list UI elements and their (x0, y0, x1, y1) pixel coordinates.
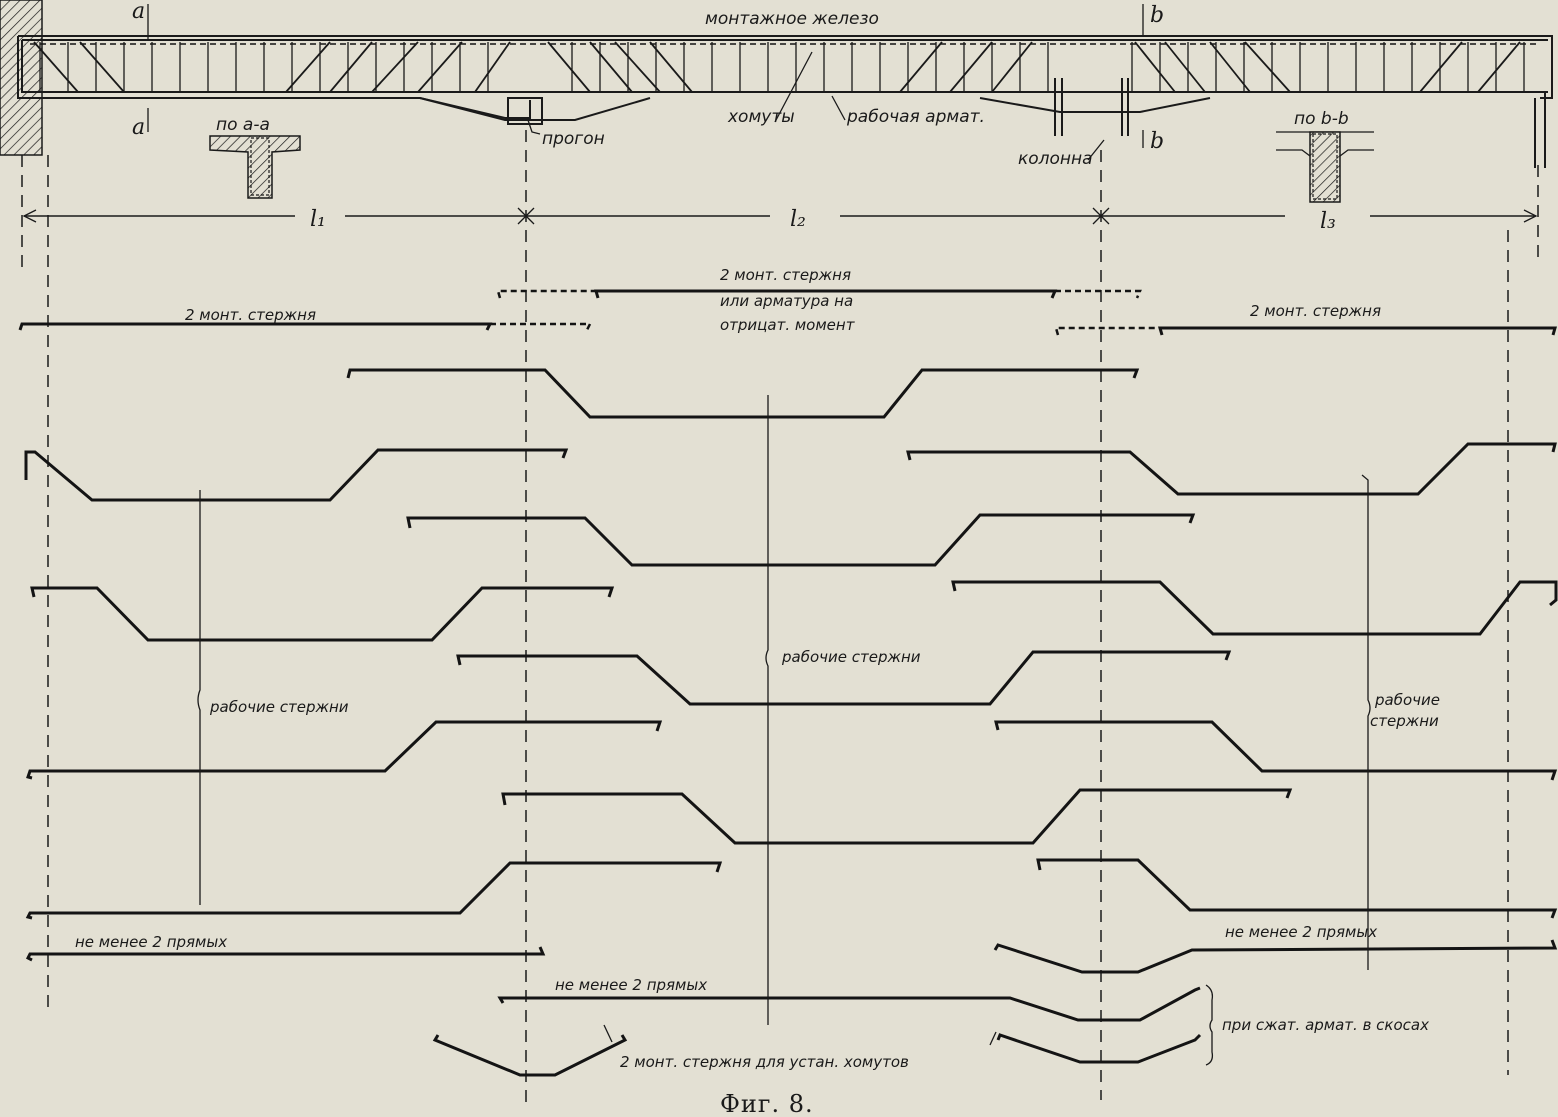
montage-bar-right-extension (1054, 326, 1160, 336)
montage-bar-center (594, 289, 1058, 299)
or-negative-moment-line1: или арматура на (720, 292, 853, 310)
bent-bar-in-beam (371, 41, 419, 93)
bent-bar-in-beam (1164, 41, 1206, 93)
working-bar-1 (346, 368, 1140, 419)
section-a-a (209, 135, 301, 199)
working-bar-14 (993, 939, 1558, 974)
working-bar-5 (30, 586, 615, 642)
working-bar-10 (501, 788, 1293, 845)
min-straight-center-label: не менее 2 прямых (555, 976, 707, 994)
section-a-title: по a-a (216, 115, 270, 135)
bent-bar-in-beam (1477, 41, 1521, 93)
bent-bar-in-beam (1419, 41, 1463, 93)
section-b-mark-top: b (1150, 3, 1164, 28)
section-a-mark-top: a (132, 0, 145, 24)
working-bar-8 (26, 720, 663, 780)
leader-stirrup-mount-right (989, 1031, 997, 1046)
figure-caption: Фиг. 8. (720, 1090, 814, 1117)
montage-iron-label: монтажное железо (705, 9, 879, 29)
working-bar-16 (432, 1034, 628, 1077)
brace-compression (1205, 984, 1214, 1066)
or-negative-moment-line2: отрицат. момент (720, 316, 856, 334)
working-bar-3 (906, 442, 1557, 496)
bent-bar-in-beam (589, 41, 633, 93)
min-straight-right-label: не менее 2 прямых (1225, 923, 1377, 941)
bent-bar-in-beam (79, 41, 125, 93)
montage-bar-left (18, 322, 493, 331)
bent-bar-in-beam (1244, 41, 1291, 93)
bent-bar-in-beam (547, 41, 591, 93)
min-straight-left-label: не менее 2 прямых (75, 933, 227, 951)
section-b-b (1276, 131, 1374, 203)
main-rebar-label: рабочая армат. (846, 107, 985, 127)
montage-bars-right-label: 2 монт. стержня (1250, 302, 1381, 320)
bent-bar-in-beam (899, 41, 943, 93)
bent-bar-in-beam (33, 41, 79, 93)
brace-center (765, 395, 769, 1025)
working-bars-right-label-line1: рабочие (1374, 691, 1440, 709)
bent-bar-in-beam (285, 41, 331, 93)
brace-right (1361, 474, 1371, 970)
span-dimension-line (22, 207, 1538, 225)
working-bar-12 (1036, 858, 1558, 919)
section-b-title: по b-b (1294, 109, 1349, 129)
working-bars-left-label: рабочие стержни (209, 698, 349, 716)
working-bars-center-label: рабочие стержни (781, 648, 921, 666)
working-bar-6 (951, 580, 1558, 636)
bent-bar-in-beam (991, 41, 1033, 93)
working-bar-17 (996, 1033, 1202, 1064)
stirrup-mount-bars-label: 2 монт. стержня для устан. хомутов (620, 1053, 909, 1071)
bent-bar-in-beam (1209, 41, 1251, 93)
girder-label: прогон (542, 129, 605, 149)
beam-elevation (17, 4, 1553, 168)
bent-bar-in-beam (417, 41, 463, 93)
bent-bar-in-beam (949, 41, 993, 93)
stirrups-group (33, 41, 1525, 93)
span-l1-label: l₁ (310, 207, 326, 232)
working-bar-7 (456, 650, 1232, 706)
girder-section (507, 97, 543, 125)
montage-bar-right (1158, 326, 1557, 336)
bent-bar-in-beam (649, 41, 693, 93)
section-a-mark-bottom: a (132, 115, 145, 140)
bent-bar-in-beam (614, 41, 661, 93)
working-bar-9 (994, 720, 1558, 781)
stirrups-label: хомуты (727, 107, 795, 127)
section-b-mark-bottom: b (1150, 129, 1164, 154)
bent-bar-in-beam (1134, 41, 1176, 93)
span-l2-label: l₂ (790, 207, 806, 232)
leader-stirrup-mount-left (603, 1024, 613, 1043)
montage-bar-center-extension (496, 289, 1142, 299)
montage-bars-center-label: 2 монт. стержня (720, 266, 851, 284)
working-bars-right-label-line2: стержни (1370, 712, 1439, 730)
working-bar-11 (25, 861, 723, 920)
brace-left (197, 490, 201, 905)
working-bar-4 (406, 513, 1196, 567)
montage-bars-left-label: 2 монт. стержня (185, 306, 316, 324)
montage-bar-left-extension (490, 322, 593, 331)
working-bars-group (24, 368, 1558, 1077)
bent-bar-in-beam (329, 41, 373, 93)
span-l3-label: l₃ (1320, 209, 1336, 234)
compression-haunch-label: при сжат. армат. в скосах (1222, 1016, 1429, 1034)
working-bar-2 (24, 448, 569, 502)
column-label: колонна (1018, 149, 1093, 169)
bent-bar-in-beam (474, 41, 511, 93)
working-bar-15 (497, 986, 1201, 1022)
working-bar-13 (25, 946, 546, 962)
